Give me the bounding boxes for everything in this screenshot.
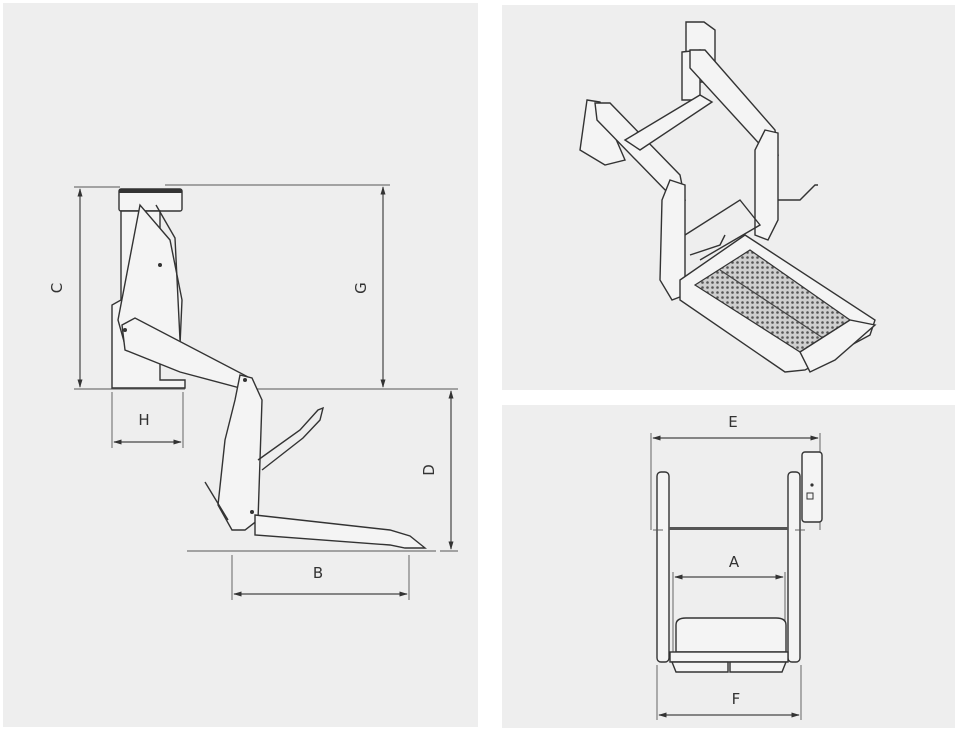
dimension-h: H <box>111 392 184 448</box>
lift-side-silhouette <box>111 188 427 549</box>
label-d: D <box>420 464 438 476</box>
label-h: H <box>138 411 149 429</box>
front-view-panel <box>502 405 955 728</box>
front-view-drawing: E A F <box>650 413 823 720</box>
label-g: G <box>352 282 370 294</box>
dimension-d: D <box>400 388 458 552</box>
side-view-drawing: C G H D B <box>48 184 458 600</box>
label-a: A <box>729 553 740 571</box>
label-f: F <box>732 690 741 708</box>
label-c: C <box>48 283 66 293</box>
label-b: B <box>313 564 323 582</box>
isometric-view-drawing <box>579 21 877 373</box>
dimension-f: F <box>656 665 802 720</box>
dimension-c: C <box>48 186 120 390</box>
dimension-b: B <box>187 550 436 600</box>
lift-front-silhouette <box>653 451 823 673</box>
dimension-g: G <box>165 184 400 390</box>
label-e: E <box>728 413 737 431</box>
